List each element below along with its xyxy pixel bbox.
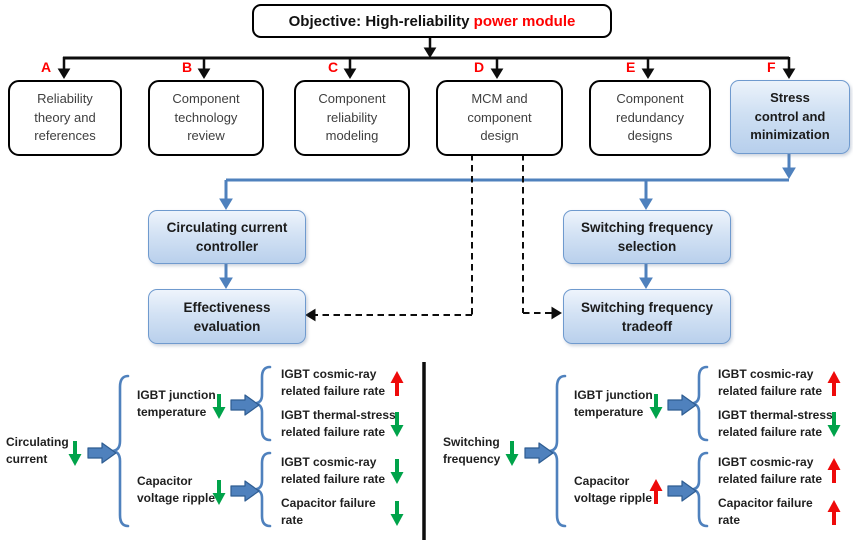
branch-letter-d: D (474, 59, 485, 75)
flow-box-circulating-current-controller: Circulating current controller (148, 210, 306, 264)
trend-down-icon (388, 457, 406, 486)
tree-leaf-label: IGBT cosmic-ray related failure rate (718, 367, 823, 398)
trend-up-icon (825, 456, 843, 485)
branch-box-redundancy-designs: Component redundancy designs (589, 80, 711, 156)
mcm-dashed-links (305, 154, 562, 321)
branch-letter-f: F (767, 59, 776, 75)
tree-leaf-label: IGBT thermal-stress related failure rate (718, 408, 833, 439)
trend-down-icon (388, 499, 406, 528)
tree-root-switching-frequency: Switching frequency (443, 435, 501, 466)
tree-branch-label: IGBT junction temperature (574, 388, 653, 419)
tree-leaf-label: IGBT cosmic-ray related failure rate (281, 455, 386, 486)
branch-letter-c: C (328, 59, 339, 75)
tree-branch-label: Capacitor voltage ripple (137, 474, 216, 505)
flow-box-effectiveness-evaluation: Effectiveness evaluation (148, 289, 306, 344)
branch-box-stress-control: Stress control and minimization (730, 80, 850, 154)
tree-branch-label: Capacitor voltage ripple (574, 474, 653, 505)
trend-up-icon (825, 369, 843, 398)
trend-down-icon (503, 439, 521, 468)
branch-bus-line (58, 56, 795, 79)
flow-arrow-icon (667, 394, 697, 416)
branch-box-reliability-modeling: Component reliability modeling (294, 80, 410, 156)
trend-up-icon (825, 498, 843, 527)
flow-box-switching-frequency-selection: Switching frequency selection (563, 210, 731, 264)
flow-arrow-icon (230, 394, 260, 416)
flow-arrow-icon (87, 442, 117, 464)
tree-root-circulating-current: Circulating current (6, 435, 69, 466)
trend-up-icon (388, 369, 406, 398)
branch-box-mcm-design: MCM and component design (436, 80, 563, 156)
objective-title-highlight: power module (473, 12, 576, 30)
trend-down-icon (66, 439, 84, 468)
tree-leaf-label: Capacitor failure rate (281, 496, 376, 527)
branch-letter-e: E (626, 59, 636, 75)
tree-leaf-label: IGBT thermal-stress related failure rate (281, 408, 396, 439)
tree-leaf-label: Capacitor failure rate (718, 496, 813, 527)
branch-box-component-technology: Component technology review (148, 80, 264, 156)
branch-letter-a: A (41, 59, 52, 75)
stress-flow-lines (219, 152, 796, 289)
objective-title-prefix: Objective: High-reliability (288, 12, 474, 30)
flow-box-switching-frequency-tradeoff: Switching frequency tradeoff (563, 289, 731, 344)
tree-branch-label: IGBT junction temperature (137, 388, 216, 419)
tree-leaf-label: IGBT cosmic-ray related failure rate (281, 367, 386, 398)
flow-arrow-icon (524, 442, 554, 464)
flow-arrow-icon (230, 480, 260, 502)
flow-arrow-icon (667, 480, 697, 502)
branch-box-reliability-theory: Reliability theory and references (8, 80, 122, 156)
branch-letter-b: B (182, 59, 193, 75)
objective-title: Objective: High-reliability power module (252, 4, 612, 38)
tree-leaf-label: IGBT cosmic-ray related failure rate (718, 455, 823, 486)
